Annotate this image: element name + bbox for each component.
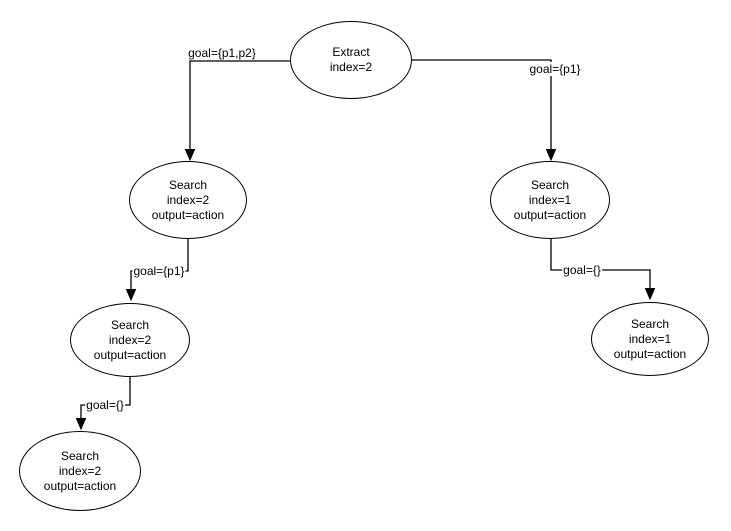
node-label-line: output=action xyxy=(93,347,167,362)
edge-label-right-to-child: goal={} xyxy=(562,263,602,277)
arrowhead-left-child-to-grandchild xyxy=(75,418,87,431)
node-search-left-grandchild: Search index=2 output=action xyxy=(19,431,141,511)
node-label-line: index=2 xyxy=(329,60,373,74)
node-search-left: Search index=2 output=action xyxy=(129,161,247,239)
node-search-right-child: Search index=1 output=action xyxy=(591,302,709,376)
node-search-right: Search index=1 output=action xyxy=(490,161,610,239)
node-label-line: Search xyxy=(60,448,100,463)
node-label-line: output=action xyxy=(613,346,687,361)
node-extract-root: Extract index=2 xyxy=(290,21,412,99)
node-label-line: Search xyxy=(110,317,150,332)
node-label-line: Search xyxy=(530,177,570,192)
node-label-line: index=2 xyxy=(166,192,210,207)
edge-root-to-left xyxy=(189,60,290,150)
edge-label-root-to-left: goal={p1,p2} xyxy=(187,46,257,60)
node-label-line: index=1 xyxy=(528,192,572,207)
edge-label-root-to-right: goal={p1} xyxy=(528,62,582,76)
edge-root-to-right xyxy=(412,59,552,150)
node-label-line: Extract xyxy=(332,45,370,59)
node-label-line: Search xyxy=(630,316,670,331)
node-search-left-child: Search index=2 output=action xyxy=(70,303,190,377)
node-label-line: Search xyxy=(168,177,208,192)
arrowhead-left-to-child xyxy=(125,289,137,302)
arrowhead-root-to-left xyxy=(184,149,196,162)
edge-label-left-to-child: goal={p1} xyxy=(132,264,186,278)
node-label-line: index=2 xyxy=(108,332,152,347)
edge-label-left-child-to-grandchild: goal={} xyxy=(85,398,125,412)
node-label-line: output=action xyxy=(151,207,225,222)
node-label-line: output=action xyxy=(513,207,587,222)
node-label-line: index=2 xyxy=(58,463,102,478)
arrowhead-right-to-child xyxy=(644,288,656,301)
node-label-line: index=1 xyxy=(628,331,672,346)
node-label-line: output=action xyxy=(43,478,117,493)
arrowhead-root-to-right xyxy=(545,149,557,162)
